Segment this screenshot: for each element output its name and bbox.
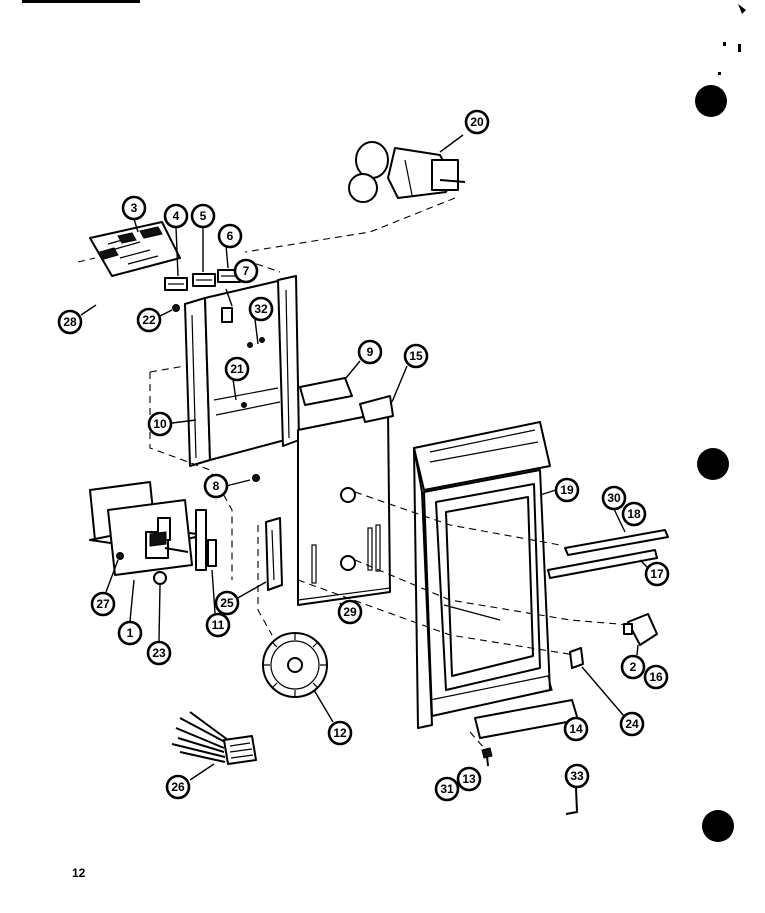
- callout-1: 1: [117, 620, 143, 646]
- svg-text:31: 31: [440, 782, 454, 796]
- binder-hole: [702, 810, 734, 842]
- callout-31: 31: [434, 776, 460, 802]
- svg-text:1: 1: [127, 626, 134, 640]
- callout-11: 11: [205, 612, 231, 638]
- svg-text:19: 19: [560, 483, 574, 497]
- callout-3: 3: [121, 195, 147, 221]
- svg-text:8: 8: [213, 479, 220, 493]
- callout-32: 32: [248, 296, 274, 322]
- svg-text:5: 5: [200, 209, 207, 223]
- callout-18: 18: [621, 501, 647, 527]
- transformer-bracket-part: [89, 481, 217, 576]
- top-trim-part: [299, 377, 353, 406]
- callout-9: 9: [357, 339, 383, 365]
- callout-28: 28: [57, 309, 83, 335]
- scan-speck: [738, 44, 741, 52]
- control-panel-housing-part: [297, 395, 394, 606]
- svg-text:2: 2: [630, 660, 637, 674]
- svg-text:18: 18: [627, 507, 641, 521]
- circuit-board-part: [89, 221, 181, 277]
- callout-33: 33: [564, 763, 590, 789]
- trim-strip-part: [547, 529, 669, 579]
- callout-20: 20: [464, 109, 490, 135]
- svg-text:26: 26: [171, 780, 185, 794]
- svg-text:20: 20: [470, 115, 484, 129]
- timer-motor-part: [348, 141, 466, 203]
- svg-text:6: 6: [227, 229, 234, 243]
- callout-13: 13: [456, 766, 482, 792]
- svg-text:29: 29: [343, 605, 357, 619]
- rod-part: [565, 787, 578, 815]
- callout-10: 10: [147, 411, 173, 437]
- lamp-part: [623, 613, 658, 646]
- callout-30: 30: [601, 485, 627, 511]
- svg-text:28: 28: [63, 315, 77, 329]
- svg-text:11: 11: [212, 618, 225, 632]
- svg-text:3: 3: [131, 201, 138, 215]
- callout-6: 6: [217, 223, 243, 249]
- door-frame-part: [413, 421, 553, 729]
- callout-27: 27: [90, 591, 116, 617]
- callout-19: 19: [554, 477, 580, 503]
- svg-text:24: 24: [625, 717, 639, 731]
- svg-text:15: 15: [409, 349, 423, 363]
- scan-speck: [723, 42, 726, 46]
- callout-4: 4: [163, 203, 189, 229]
- callout-24: 24: [619, 711, 645, 737]
- svg-text:10: 10: [153, 417, 167, 431]
- callout-21: 21: [224, 356, 250, 382]
- callout-26: 26: [165, 774, 191, 800]
- svg-text:9: 9: [367, 345, 374, 359]
- svg-text:21: 21: [230, 362, 244, 376]
- svg-text:23: 23: [152, 646, 166, 660]
- relay-part: [164, 269, 241, 291]
- svg-text:14: 14: [569, 722, 583, 736]
- binder-hole: [697, 448, 729, 480]
- screw-part: [481, 747, 493, 767]
- callout-29: 29: [337, 599, 363, 625]
- svg-text:7: 7: [243, 264, 250, 278]
- callout-8: 8: [203, 473, 229, 499]
- svg-text:13: 13: [462, 772, 476, 786]
- bottom-trim-part: [474, 699, 579, 739]
- svg-text:4: 4: [173, 209, 180, 223]
- svg-text:22: 22: [142, 313, 156, 327]
- callout-25: 25: [214, 590, 240, 616]
- callout-2: 2: [620, 654, 646, 680]
- svg-text:30: 30: [607, 491, 621, 505]
- svg-text:25: 25: [220, 596, 234, 610]
- scan-speck: [738, 4, 746, 14]
- callout-16: 16: [643, 664, 669, 690]
- scan-edge-mark: [22, 0, 140, 3]
- binder-hole: [695, 85, 727, 117]
- callout-7: 7: [233, 258, 259, 284]
- callout-14: 14: [563, 716, 589, 742]
- svg-text:32: 32: [254, 302, 268, 316]
- callout-17: 17: [644, 561, 670, 587]
- callout-5: 5: [190, 203, 216, 229]
- svg-text:12: 12: [333, 726, 347, 740]
- callout-12: 12: [327, 720, 353, 746]
- callout-23: 23: [146, 640, 172, 666]
- svg-text:27: 27: [96, 597, 110, 611]
- door-switch-part: [569, 647, 584, 669]
- svg-text:16: 16: [649, 670, 663, 684]
- svg-text:33: 33: [570, 769, 584, 783]
- scan-speck: [718, 72, 721, 75]
- callout-22: 22: [136, 307, 162, 333]
- page-number: 12: [72, 866, 86, 880]
- timer-dial-part: [262, 632, 328, 698]
- callout-15: 15: [403, 343, 429, 369]
- side-strip-part: [265, 517, 283, 591]
- wiring-harness-part: [171, 711, 257, 765]
- svg-text:17: 17: [650, 567, 664, 581]
